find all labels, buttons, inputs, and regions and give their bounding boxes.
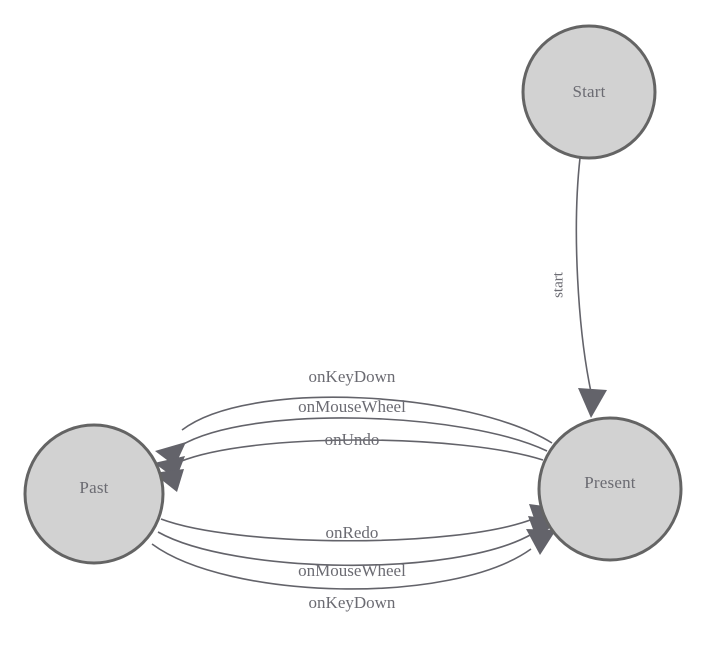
edge-past-to-present-1-path (160, 518, 534, 542)
edge-label-present-to-past-2: onMouseWheel (298, 397, 406, 416)
node-present-circle (537, 416, 683, 562)
node-present-label: Present (584, 473, 636, 492)
edge-label-past-to-present-3: onKeyDown (309, 593, 396, 612)
edge-label-past-to-present-1: onRedo (326, 523, 379, 542)
node-start-circle (521, 24, 657, 160)
edge-past-to-present-2-path (157, 531, 533, 567)
node-start[interactable]: Start (521, 24, 657, 160)
edge-present-to-past-1-path (181, 396, 553, 444)
edge-label-present-to-past-3: onUndo (325, 430, 380, 449)
node-past-circle (23, 423, 165, 565)
edge-label-start: start (550, 271, 566, 298)
arrowhead-past-to-present-3 (526, 529, 556, 555)
edge-start-to-present-path (575, 157, 592, 393)
node-start-label: Start (572, 82, 605, 101)
edge-present-to-past-2-path (179, 417, 548, 452)
node-present[interactable]: Present (537, 416, 683, 562)
arrowhead-present-to-past-1 (155, 442, 186, 466)
edge-past-to-present-onkeydown[interactable] (151, 529, 556, 590)
edge-past-to-present-3-path (151, 543, 532, 590)
edge-present-to-past-3-path (178, 439, 544, 463)
edge-start-to-present[interactable]: start (550, 157, 607, 418)
node-past[interactable]: Past (23, 423, 165, 565)
node-past-label: Past (79, 478, 108, 497)
edge-label-present-to-past-1: onKeyDown (309, 367, 396, 386)
edge-present-to-past-onkeydown[interactable] (155, 396, 553, 466)
arrowhead-start-to-present (578, 388, 607, 418)
edge-label-past-to-present-2: onMouseWheel (298, 561, 406, 580)
